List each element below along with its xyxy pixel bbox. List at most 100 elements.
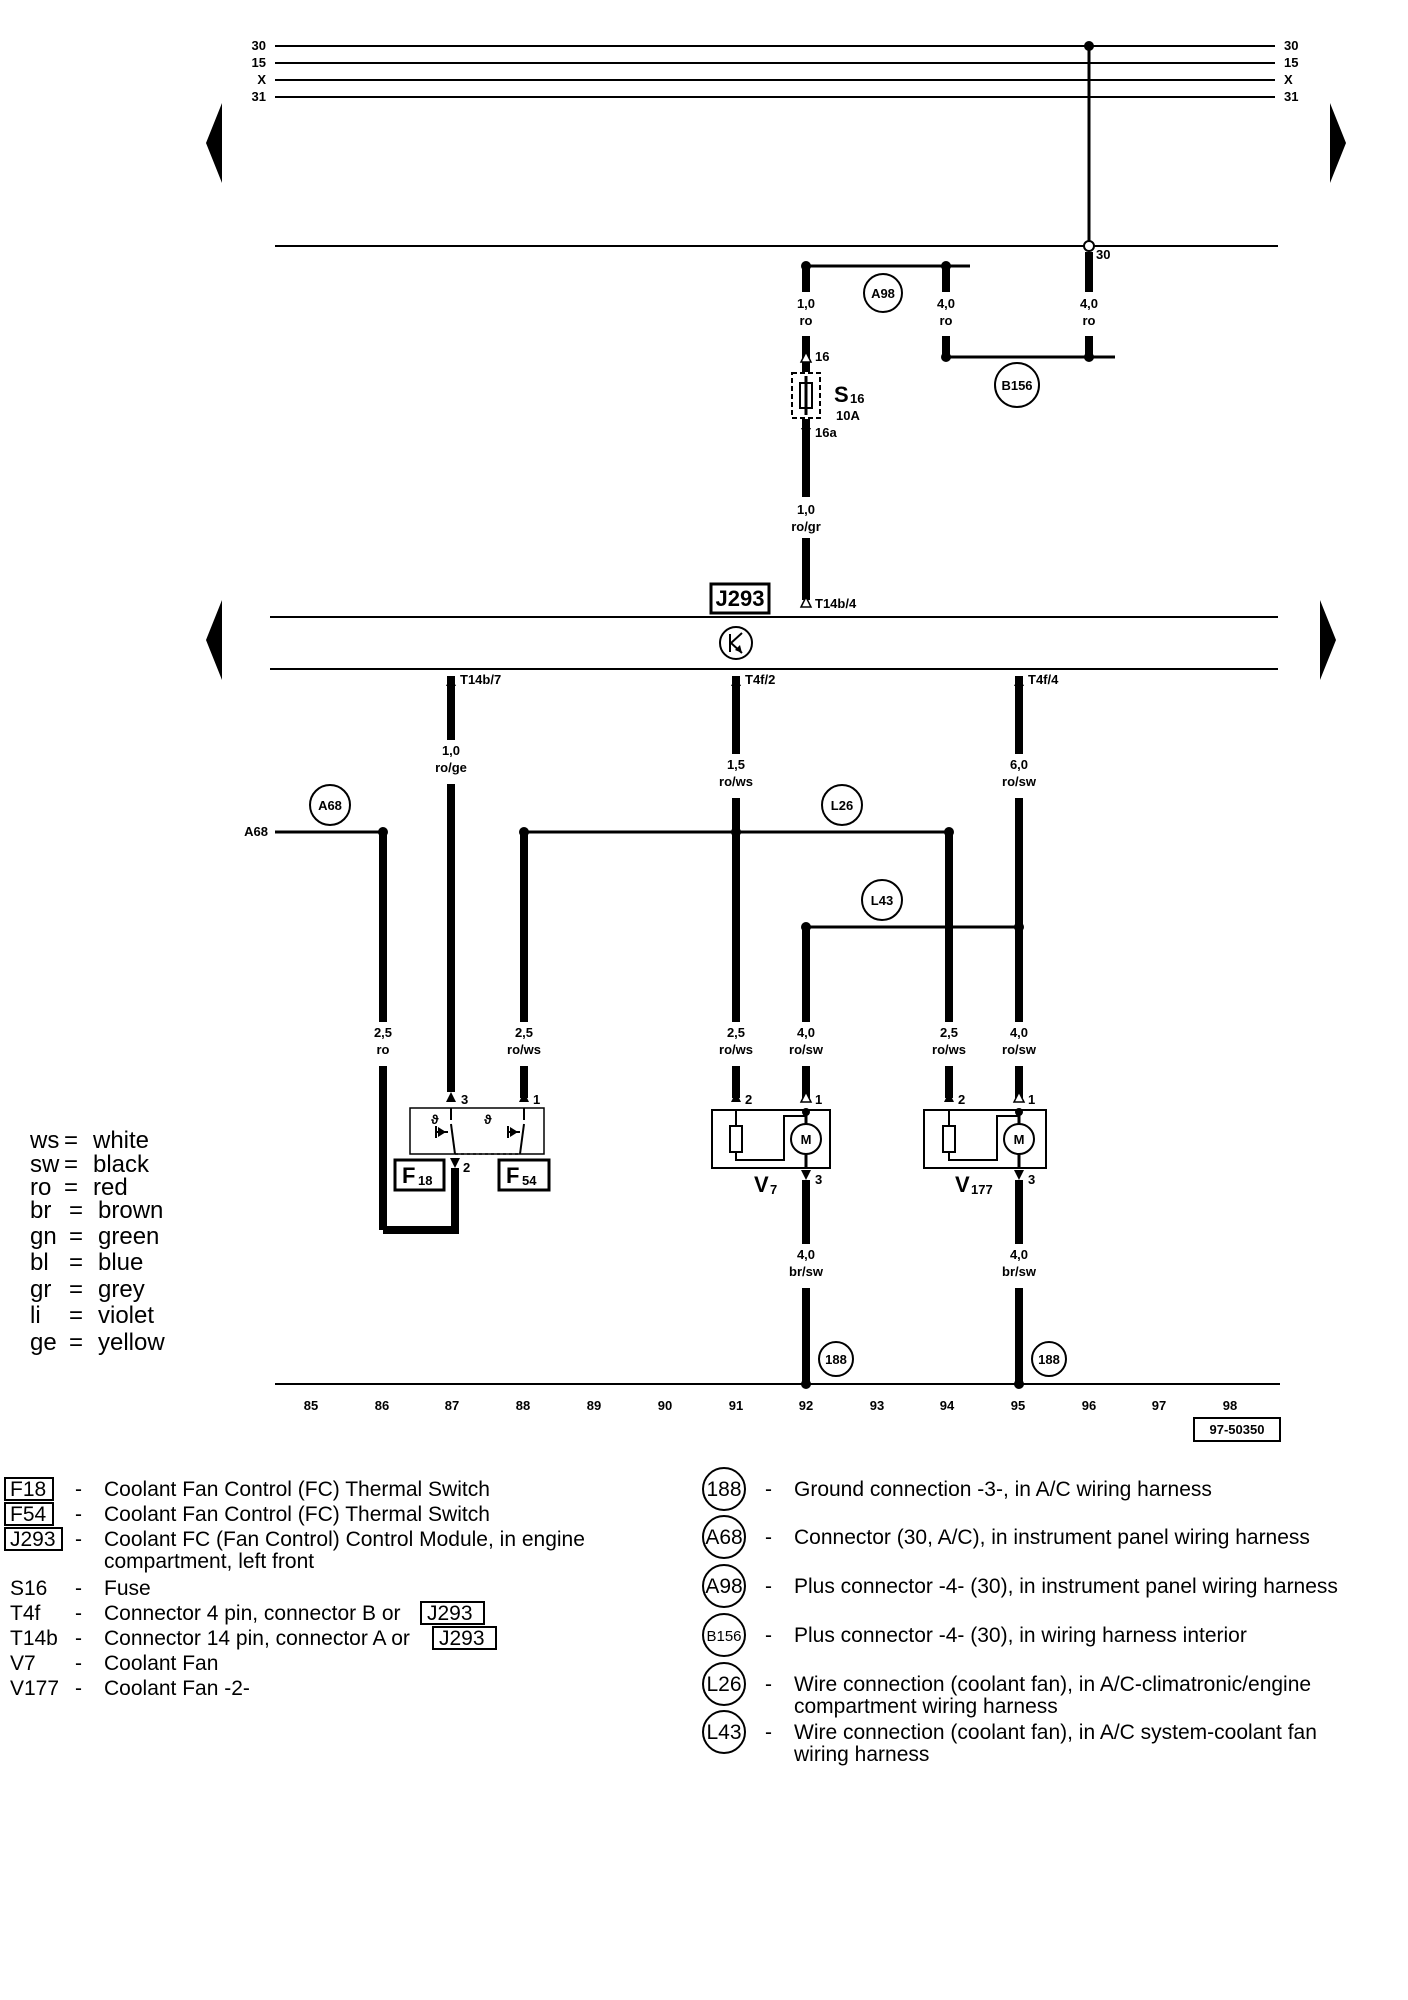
switch-f54-sub: 54 [522, 1173, 537, 1188]
switch-f18-tag [393, 1158, 446, 1192]
legend-dash: - [75, 1528, 82, 1551]
track-number: 87 [445, 1398, 459, 1413]
track-number: 91 [729, 1398, 743, 1413]
wire-color: ro/sw [1002, 774, 1037, 789]
wire-color: ro/ws [719, 1042, 753, 1057]
wire-connection-l26 [821, 784, 863, 826]
track-number: 85 [304, 1398, 318, 1413]
module-j293-tag [709, 582, 771, 615]
legend-dash: - [765, 1721, 772, 1744]
switch-f18-sub: 18 [418, 1173, 432, 1188]
legend-dash: - [75, 1577, 82, 1600]
resistor-icon [729, 1125, 743, 1153]
legend-description: compartment, left front [104, 1550, 314, 1573]
wire-size: 6,0 [1010, 757, 1028, 772]
wire-size: 2,5 [515, 1025, 533, 1040]
next-page-arrow-icon[interactable] [1330, 103, 1346, 183]
ground-188 [818, 1341, 854, 1377]
equals-sign: = [64, 1127, 78, 1154]
legend-description: Connector 14 pin, connector A or [104, 1627, 410, 1650]
wire-size: 2,5 [940, 1025, 958, 1040]
color-name: black [93, 1151, 150, 1178]
pin-label: 2 [958, 1092, 965, 1107]
connector-t14b7: T14b/7 [460, 672, 501, 687]
pin-label: 1 [1028, 1092, 1035, 1107]
wire-size: 4,0 [797, 1025, 815, 1040]
legend-dash: - [75, 1478, 82, 1501]
wire-color: ro/ws [932, 1042, 966, 1057]
legend-ref: J293 [439, 1627, 485, 1650]
wire-size: 1,0 [442, 743, 460, 758]
wire-size: 4,0 [937, 296, 955, 311]
legend-symbol [702, 1710, 746, 1754]
color-code: gn [30, 1223, 57, 1250]
coolant-fan-v177: 2 1 M 3 V 177 [923, 1090, 1047, 1197]
prev-page-arrow-icon[interactable] [206, 103, 222, 183]
legend-description: compartment wiring harness [794, 1695, 1058, 1718]
module-j293-label: J293 [716, 586, 765, 611]
legend-ref: J293 [427, 1602, 473, 1625]
bus-label-30-left: 30 [252, 38, 266, 53]
connector-t4f4: T4f/4 [1028, 672, 1059, 687]
switch-f54-name: F [506, 1163, 519, 1188]
connector-t14b4: T14b/4 [815, 596, 857, 611]
wire-color: br/sw [1002, 1264, 1037, 1279]
color-key: ws = white sw = black ro = red br = brow… [29, 1127, 165, 1356]
legend-symbol [702, 1564, 746, 1608]
legend-symbol [702, 1515, 746, 1559]
track-number: 86 [375, 1398, 389, 1413]
legend-description: Connector (30, A/C), in instrument panel… [794, 1526, 1310, 1549]
equals-sign: = [64, 1174, 78, 1201]
legend-dash: - [75, 1677, 82, 1700]
motor-label: M [1014, 1132, 1025, 1147]
legend-description: Coolant Fan [104, 1652, 218, 1675]
track-number: 97 [1152, 1398, 1166, 1413]
pin-label: 1 [815, 1092, 822, 1107]
legend-code: T14b [10, 1627, 58, 1650]
connector-a68 [309, 784, 351, 826]
terminal-30 [1083, 240, 1095, 252]
legend-description: Fuse [104, 1577, 151, 1600]
wire-color: br/sw [789, 1264, 824, 1279]
wire-color: ro [1083, 313, 1096, 328]
next-page-arrow-icon-2[interactable] [1320, 600, 1336, 680]
track-number: 90 [658, 1398, 672, 1413]
track-number: 96 [1082, 1398, 1096, 1413]
connector-a98-label: A98 [871, 286, 895, 301]
wire-color: ro [800, 313, 813, 328]
connector-a98 [863, 273, 903, 313]
legend-dash: - [765, 1624, 772, 1647]
wire-color: ro/sw [789, 1042, 824, 1057]
legend-dash: - [765, 1526, 772, 1549]
track-number: 93 [870, 1398, 884, 1413]
legend-dash: - [75, 1627, 82, 1650]
legend-dash: - [765, 1478, 772, 1501]
pin-label: 3 [815, 1172, 822, 1187]
legend-code: J293 [10, 1528, 56, 1551]
pin-label: 2 [745, 1092, 752, 1107]
wire-color: ro/gr [791, 519, 821, 534]
temperature-icon: ϑ [431, 1112, 439, 1127]
prev-page-arrow-icon-2[interactable] [206, 600, 222, 680]
wire-color: ro/ge [435, 760, 467, 775]
legend-code: S16 [10, 1577, 47, 1600]
legend-code: A98 [705, 1575, 742, 1598]
thermal-switch-housing [409, 1107, 545, 1155]
equals-sign: = [69, 1276, 83, 1303]
fuse-sub: 16 [850, 391, 864, 406]
wire-size: 1,0 [797, 296, 815, 311]
equals-sign: = [69, 1302, 83, 1329]
legend-description: Plus connector -4- (30), in instrument p… [794, 1575, 1338, 1598]
track-number: 88 [516, 1398, 530, 1413]
wire-connection-l43 [861, 879, 903, 921]
legend-symbol [702, 1662, 746, 1706]
legend-code: A68 [705, 1526, 742, 1549]
connector-b156-label: B156 [1001, 378, 1032, 393]
color-name: yellow [98, 1329, 165, 1356]
legend-left: F18 - Coolant Fan Control (FC) Thermal S… [4, 1477, 585, 1700]
color-name: green [98, 1223, 159, 1250]
legend-dash: - [75, 1503, 82, 1526]
color-name: violet [98, 1302, 154, 1329]
wire-connection-l43-label: L43 [871, 893, 893, 908]
